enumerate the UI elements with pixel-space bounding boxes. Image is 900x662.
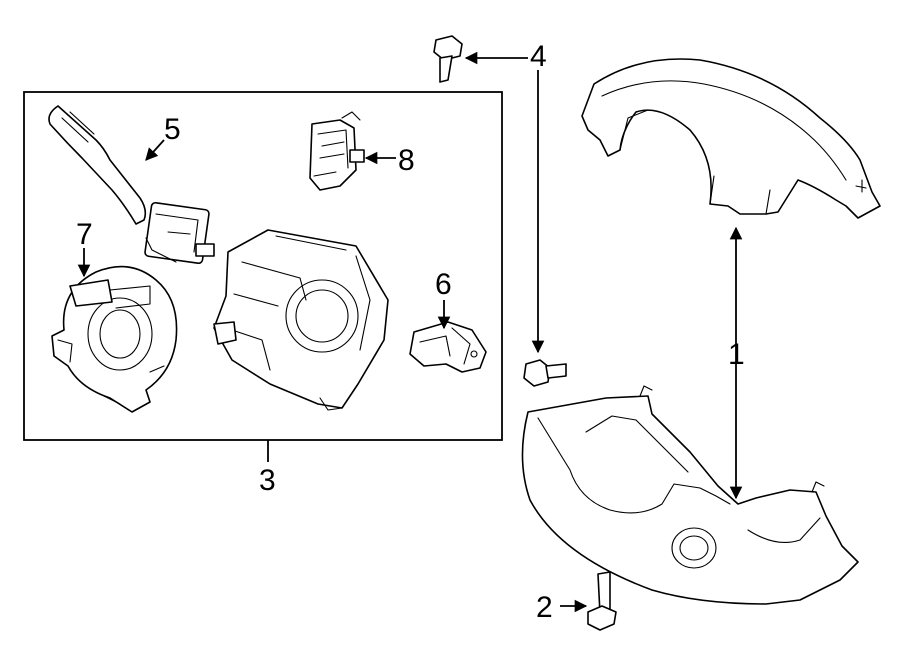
assembly-group-box bbox=[23, 91, 503, 441]
callout-8: 8 bbox=[398, 144, 415, 177]
part-6-sensor bbox=[409, 321, 487, 373]
part-2-bolt bbox=[587, 571, 617, 631]
part-7-clockspring bbox=[51, 265, 178, 413]
callout-1: 1 bbox=[728, 338, 745, 371]
callout-5-leader bbox=[145, 139, 165, 161]
callout-2: 2 bbox=[536, 591, 553, 624]
part-steering-control-module bbox=[213, 229, 389, 411]
part-4-screw-top bbox=[433, 35, 463, 83]
part-1-upper-shroud bbox=[581, 58, 881, 219]
callout-3: 3 bbox=[259, 464, 276, 497]
part-5-switch-lever bbox=[48, 105, 215, 265]
callout-4: 4 bbox=[530, 40, 547, 73]
callout-6: 6 bbox=[435, 268, 452, 301]
callout-5: 5 bbox=[164, 113, 181, 146]
part-4-screw-middle bbox=[523, 359, 567, 387]
part-8-switch bbox=[309, 111, 365, 191]
callout-7: 7 bbox=[76, 218, 93, 251]
part-1-lower-shroud bbox=[521, 385, 859, 605]
